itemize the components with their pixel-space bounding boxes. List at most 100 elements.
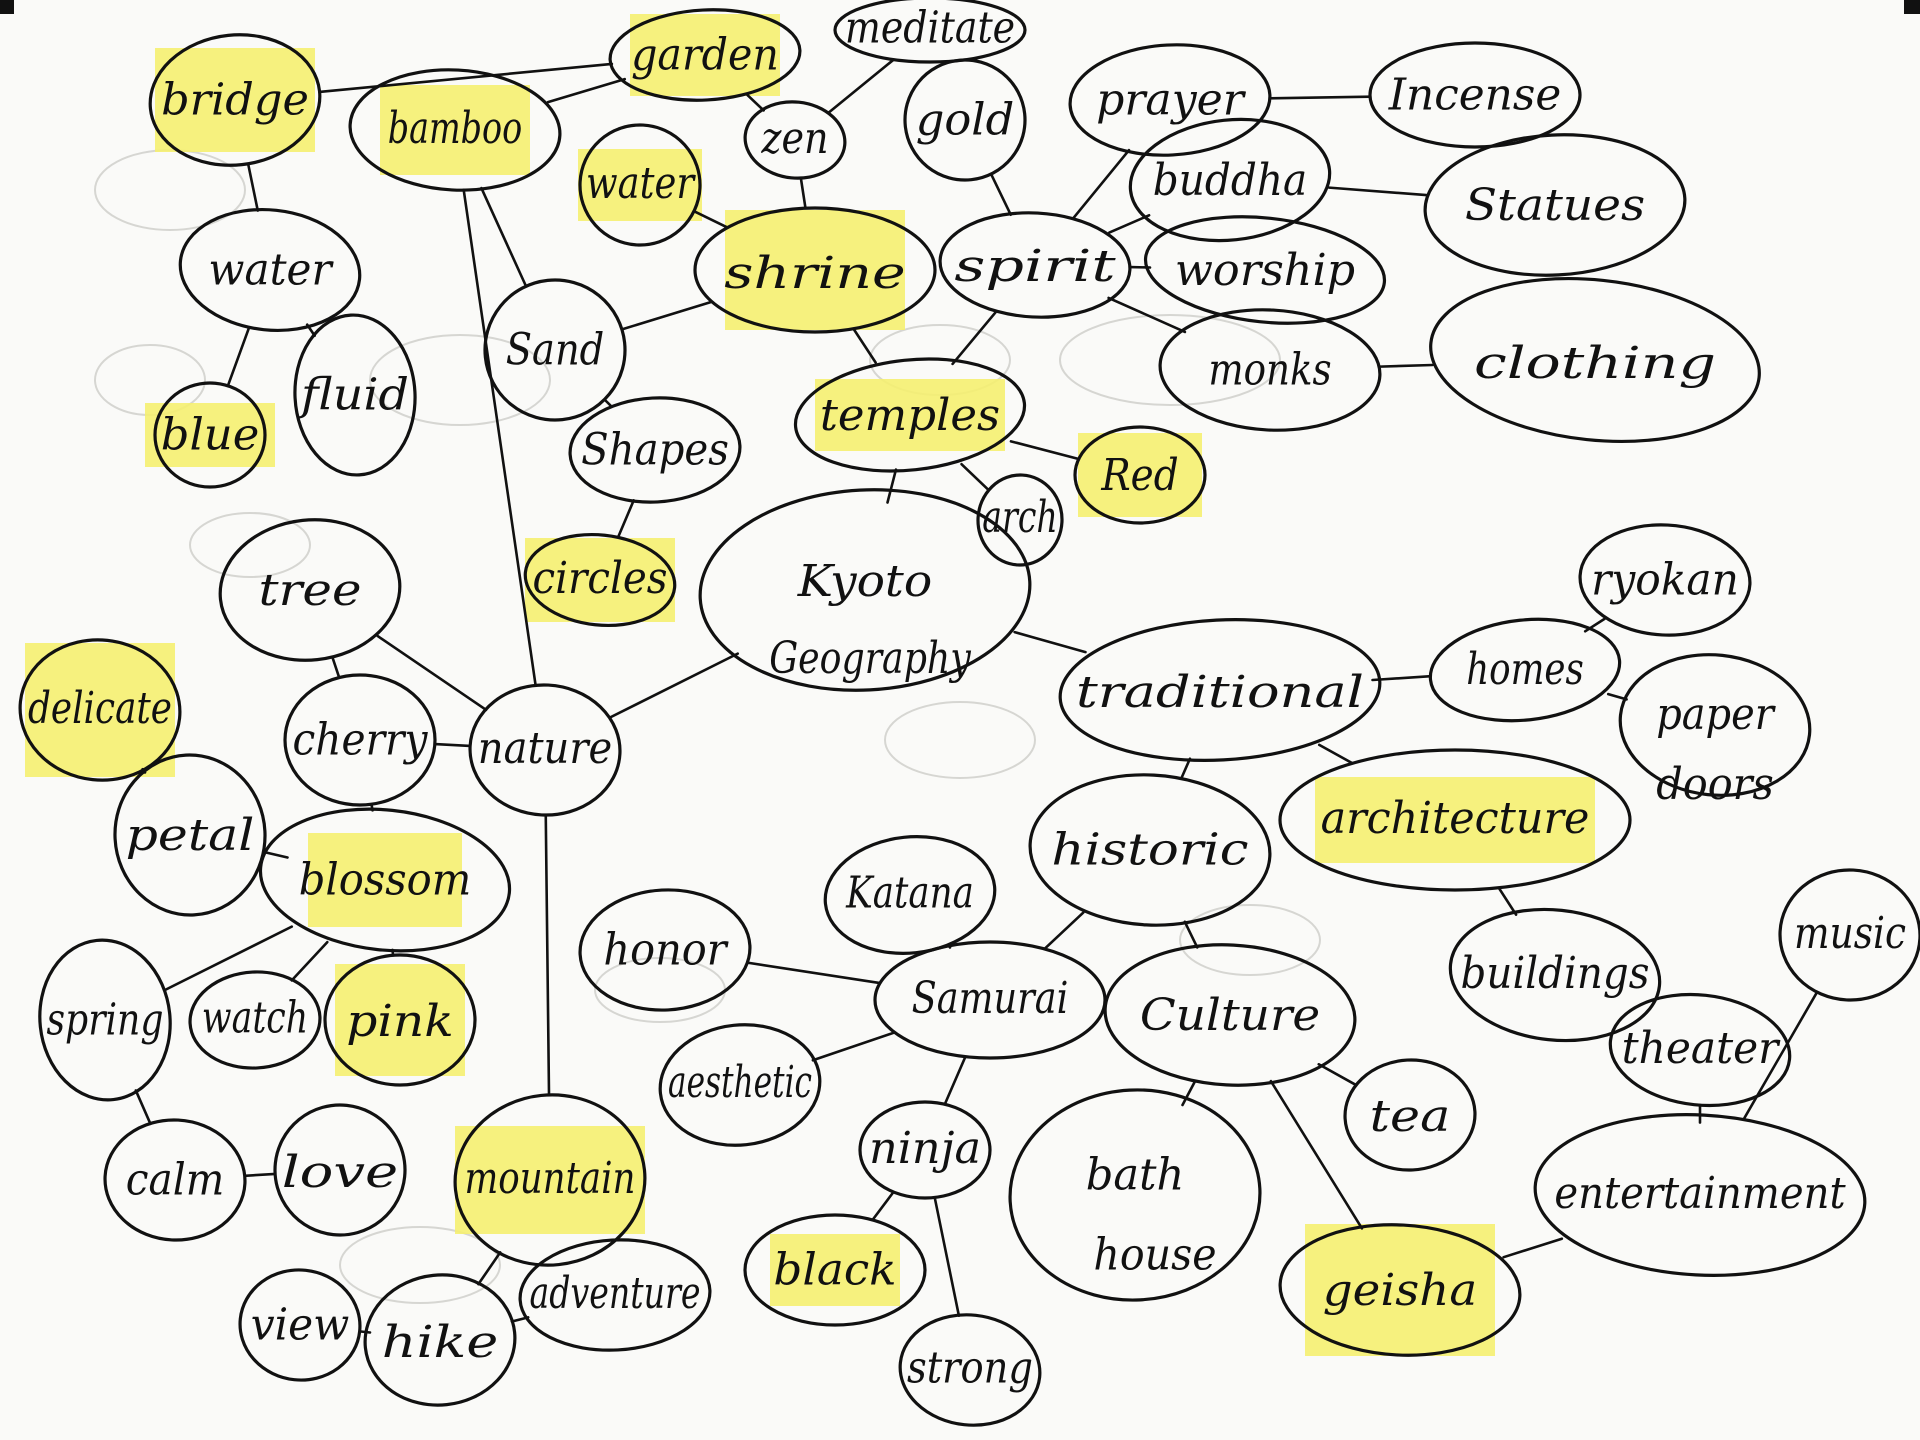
node-garden: garden	[608, 8, 802, 102]
top-left-corner-mark	[0, 0, 14, 14]
label-petal: petal	[126, 810, 255, 861]
node-honor: honor	[578, 888, 752, 1012]
edge-buddha-statues	[1327, 186, 1428, 197]
edge-spirit-buddha	[1108, 213, 1151, 234]
edge-bamboo-nature	[462, 188, 537, 687]
node-traditional: traditional	[1058, 617, 1382, 763]
node-meditate: meditate	[833, 0, 1027, 64]
ellipse-blossom	[258, 807, 512, 953]
highlight-red	[1078, 433, 1202, 517]
label-arch: arch	[982, 492, 1058, 543]
label-garden: garden	[631, 30, 779, 81]
label-incense: Incense	[1388, 70, 1561, 121]
label-worship: worship	[1175, 245, 1355, 296]
edge-blossom-watch	[290, 940, 329, 982]
node-worship: worship	[1143, 215, 1387, 325]
node-cherry: cherry	[283, 673, 437, 807]
label-love: love	[282, 1147, 398, 1198]
edge-mountain-hike	[477, 1251, 502, 1286]
label-blossom: blossom	[299, 855, 471, 906]
highlight-pink	[335, 964, 465, 1076]
node-monks: monks	[1158, 308, 1382, 432]
highlight-shrine	[725, 210, 905, 330]
node-geography: Geography	[769, 633, 972, 684]
ellipse-incense	[1368, 41, 1582, 149]
highlight-bridge	[155, 48, 315, 152]
edge-spirit-temples	[951, 311, 997, 366]
edge-zen-meditate	[827, 58, 896, 114]
node-house: house	[1093, 1230, 1216, 1281]
label-architecture: architecture	[1321, 793, 1590, 844]
ellipse-shrine	[693, 206, 937, 334]
edge-traditional-architecture	[1317, 743, 1354, 765]
ellipse-petal	[113, 753, 267, 917]
ellipse-black	[743, 1213, 927, 1327]
label-zen: zen	[761, 113, 829, 164]
label-watch: watch	[202, 993, 308, 1044]
ellipse-homes	[1428, 617, 1622, 723]
ellipse-garden	[608, 8, 802, 102]
label-nature: nature	[478, 723, 612, 774]
ellipse-worship	[1143, 215, 1387, 325]
node-ryokan: ryokan	[1578, 523, 1752, 637]
label-hike: hike	[382, 1317, 498, 1368]
ellipse-water-top	[578, 123, 702, 247]
ellipse-paper	[1618, 653, 1812, 797]
node-petal: petal	[113, 753, 267, 917]
node-blue: blue	[153, 381, 267, 489]
node-black: black	[743, 1213, 927, 1327]
node-theater: theater	[1608, 992, 1792, 1108]
label-geography: Geography	[769, 633, 972, 684]
highlight-bamboo	[380, 85, 530, 175]
label-spring: spring	[47, 995, 164, 1046]
label-kyoto: Kyoto	[797, 556, 932, 607]
label-gold: gold	[916, 95, 1015, 146]
edge-temples-arch	[960, 462, 990, 492]
ellipse-delicate	[18, 638, 182, 782]
ellipse-bamboo	[348, 68, 562, 192]
label-honor: honor	[603, 925, 729, 976]
label-cherry: cherry	[293, 715, 429, 766]
edge-shrine-temples	[852, 327, 877, 364]
label-doors: doors	[1656, 759, 1774, 810]
ellipse-love	[273, 1103, 407, 1237]
ellipse-pink	[323, 953, 477, 1087]
ellipse-nature	[468, 683, 622, 817]
edge-spirit-monks	[1107, 296, 1187, 334]
edge-geisha-entertainment	[1502, 1237, 1564, 1259]
node-incense: Incense	[1368, 41, 1582, 149]
label-water-top: water	[586, 158, 696, 209]
edge-bridge-water	[246, 162, 260, 212]
edge-tree-cherry	[331, 656, 341, 679]
node-buddha: buddha	[1128, 117, 1332, 243]
label-strong: strong	[907, 1343, 1033, 1394]
node-sand: Sand	[483, 278, 627, 422]
label-historic: historic	[1051, 825, 1248, 876]
node-water: water	[178, 207, 362, 333]
label-buddha: buddha	[1153, 155, 1308, 206]
node-arch: arch	[976, 473, 1064, 567]
node-love: love	[273, 1103, 407, 1237]
highlight-layer	[25, 14, 1595, 1356]
node-paper: paper	[1618, 653, 1812, 797]
node-katana: Katana	[823, 835, 997, 955]
node-gold: gold	[903, 58, 1027, 182]
label-black: black	[773, 1245, 896, 1296]
ellipse-blue	[153, 381, 267, 489]
label-delicate: delicate	[28, 683, 172, 734]
node-spring: spring	[38, 938, 172, 1102]
node-red: Red	[1073, 425, 1207, 525]
node-strong: strong	[898, 1313, 1042, 1427]
label-view: view	[251, 1300, 350, 1351]
node-aesthetic: aesthetic	[658, 1023, 822, 1147]
label-calm: calm	[126, 1155, 225, 1206]
ellipse-cherry	[283, 673, 437, 807]
edge-spring-calm	[134, 1089, 152, 1126]
ellipse-view	[238, 1268, 362, 1382]
edge-historic-culture	[1183, 920, 1199, 949]
node-architecture: architecture	[1278, 748, 1632, 892]
edge-cherry-nature	[433, 742, 472, 748]
edge-gold-spirit	[989, 172, 1013, 217]
